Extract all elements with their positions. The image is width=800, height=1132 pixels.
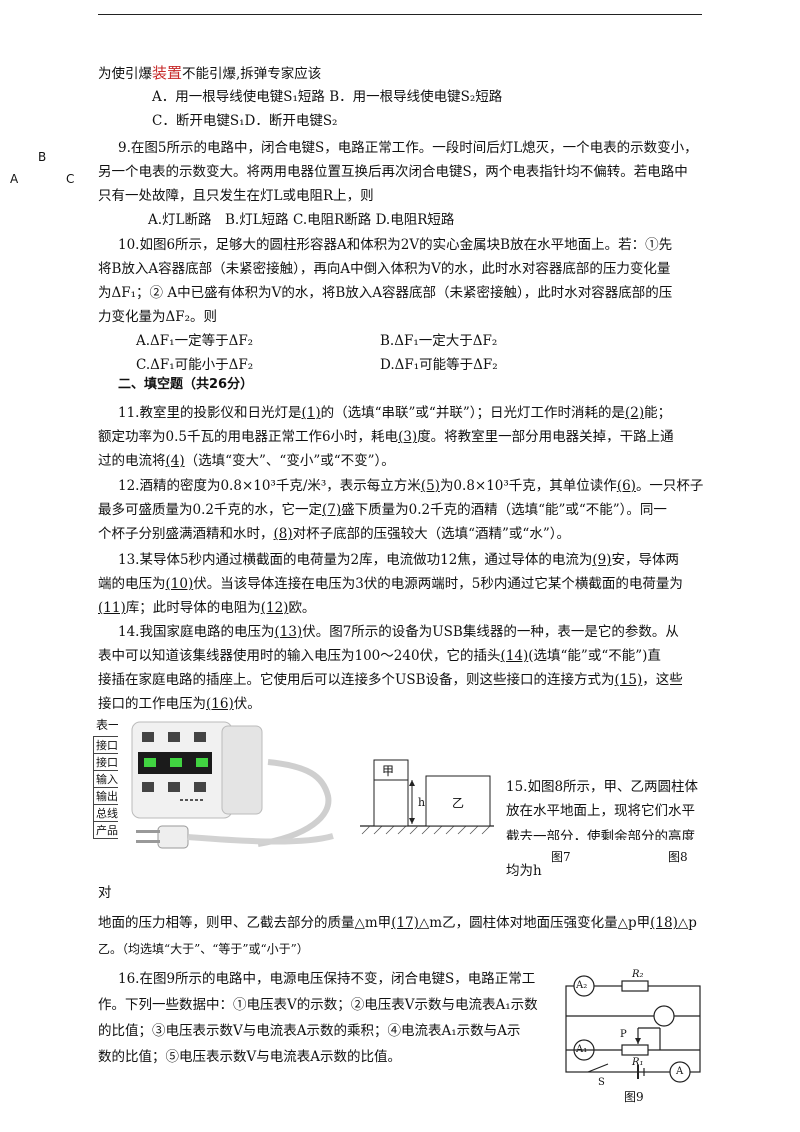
q10-option-a: A.ΔF₁一定等于ΔF₂ xyxy=(136,333,254,349)
q15-line4: 均为h xyxy=(506,863,542,879)
margin-letter-a: A xyxy=(10,172,19,186)
q8-options-ab: A．用一根导线使电键S₁短路 B．用一根导线使电键S₂短路 xyxy=(152,89,503,105)
q8-stem: 为使引爆装置不能引爆,拆弹专家应该 xyxy=(98,64,322,82)
fig9-label-p: P xyxy=(620,1029,627,1040)
q11-line1: 11.教室里的投影仪和日光灯是(1)的（选填“串联”或“并联”）；日光灯工作时消… xyxy=(118,405,672,421)
q15-dui: 对 xyxy=(98,885,112,901)
q14-line1: 14.我国家庭电路的电压为(13)伏。图7所示的设备为USB集线器的一种，表一是… xyxy=(118,624,679,640)
q15-line5: 地面的压力相等，则甲、乙截去部分的质量△m甲(17)△m乙，圆柱体对地面压强变化… xyxy=(98,915,697,931)
q10-line1: 10.如图6所示，足够大的圆柱形容器A和体积为2V的实心金属块B放在水平地面上。… xyxy=(118,237,673,253)
q15-line6: 乙。（均选填“大于”、“等于”或“小于”） xyxy=(98,942,309,956)
circuit-figure xyxy=(565,975,701,1083)
q10-option-d: D.ΔF₁可能等于ΔF₂ xyxy=(380,357,498,373)
q12-line1: 12.酒精的密度为0.8×10³千克/米³，表示每立方米(5)为0.8×10³千… xyxy=(118,478,704,494)
section-title: 二、填空题（共26分） xyxy=(118,377,254,392)
q16-line3: 的比值；③电压表示数V与电流表A示数的乘积；④电流表A₁示数与A示 xyxy=(98,1023,521,1039)
fig9-caption: 图9 xyxy=(624,1090,644,1104)
q14-line2: 表中可以知道该集线器使用时的输入电压为100～240伏，它的插头(14)(选填“… xyxy=(98,648,661,664)
fig9-label-r2: R₂ xyxy=(632,969,644,980)
q9-options: A.灯L断路 B.灯L短路 C.电阻R断路 D.电阻R短路 xyxy=(148,212,455,228)
q14-line3: 接插在家庭电路的插座上。它使用后可以连接多个USB设备，则这些接口的连接方式为(… xyxy=(98,672,683,688)
q16-line1: 16.在图9所示的电路中，电源电压保持不变，闭合电键S，电路正常工 xyxy=(118,971,536,987)
q10-option-b: B.ΔF₁一定大于ΔF₂ xyxy=(380,333,498,349)
q15-line1: 15.如图8所示，甲、乙两圆柱体 xyxy=(506,779,699,795)
fig9-label-r1: R₁ xyxy=(632,1057,644,1068)
fig8-label-yi: 乙 xyxy=(452,796,465,810)
q12-line3: 个杯子分别盛满酒精和水时，(8)对杯子底部的压强较大（选填“酒精”或“水”）。 xyxy=(98,526,570,542)
q11-line3: 过的电流将(4)（选填“变大”、“变小”或“不变”）。 xyxy=(98,453,395,469)
highlight-word: 装置 xyxy=(152,64,183,82)
q13-line2: 端的电压为(10)伏。当该导体连接在电压为3伏的电源两端时，5秒内通过它某个横截… xyxy=(98,576,683,592)
q11-line2: 额定功率为0.5千瓦的用电器正常工作6小时，耗电(3)度。将教室里一部分用电器关… xyxy=(98,429,674,445)
table-title: 表一 xyxy=(96,718,121,732)
q10-line3: 为ΔF₁；② A中已盛有体积为V的水，将B放入A容器底部（未紧密接触），此时水对… xyxy=(98,285,673,301)
fig8-label-h: h xyxy=(418,796,426,809)
q16-line4: 数的比值；⑤电压表示数V与电流表A示数的比值。 xyxy=(98,1049,401,1065)
fig9-label-a2: A₂ xyxy=(576,980,588,991)
fig9-label-a1: A₁ xyxy=(576,1044,588,1055)
q9-line1: 9.在图5所示的电路中，闭合电键S，电路正常工作。一段时间后灯L熄灭，一个电表的… xyxy=(118,140,698,156)
usb-hub-figure xyxy=(118,716,348,866)
fig8-label-jia: 甲 xyxy=(382,764,395,778)
q14-line4: 接口的工作电压为(16)伏。 xyxy=(98,696,261,712)
margin-letter-b: B xyxy=(38,150,47,164)
fig8-caption: 图8 xyxy=(668,850,688,864)
q9-line2: 另一个电表的示数变大。将两用电器位置互换后再次闭合电键S，两个电表指针均不偏转。… xyxy=(98,164,688,180)
q13-line3: (11)库；此时导体的电阻为(12)欧。 xyxy=(98,600,316,616)
fig9-label-a: A xyxy=(676,1066,684,1077)
fig9-label-s: S xyxy=(598,1077,605,1088)
q16-line2: 作。下列一些数据中：①电压表V的示数；②电压表V示数与电流表A₁示数 xyxy=(98,997,538,1013)
q9-line3: 只有一处故障，且只发生在灯L或电阻R上，则 xyxy=(98,188,374,204)
q12-line2: 最多可盛质量为0.2千克的水，它一定(7)盛下质量为0.2千克的酒精（选填“能”… xyxy=(98,502,667,518)
q13-line1: 13.某导体5秒内通过横截面的电荷量为2库，电流做功12焦，通过导体的电流为(9… xyxy=(118,552,679,568)
q8-options-cd: C．断开电键S₁D．断开电键S₂ xyxy=(152,113,338,129)
fig7-caption: 图7 xyxy=(551,850,571,864)
q15-line2: 放在水平地面上，现将它们水平 xyxy=(506,803,695,819)
margin-letter-c: C xyxy=(66,172,75,186)
q10-line2: 将B放入A容器底部（未紧密接触），再向A中倒入体积为V的水，此时水对容器底部的压… xyxy=(98,261,671,277)
header-rule xyxy=(98,14,702,15)
q15-line3: 截去一部分，使剩余部分的高度 xyxy=(506,829,695,840)
q10-option-c: C.ΔF₁可能小于ΔF₂ xyxy=(136,357,254,373)
cylinders-figure xyxy=(360,759,494,835)
q10-line4: 力变化量为ΔF₂。则 xyxy=(98,309,218,325)
